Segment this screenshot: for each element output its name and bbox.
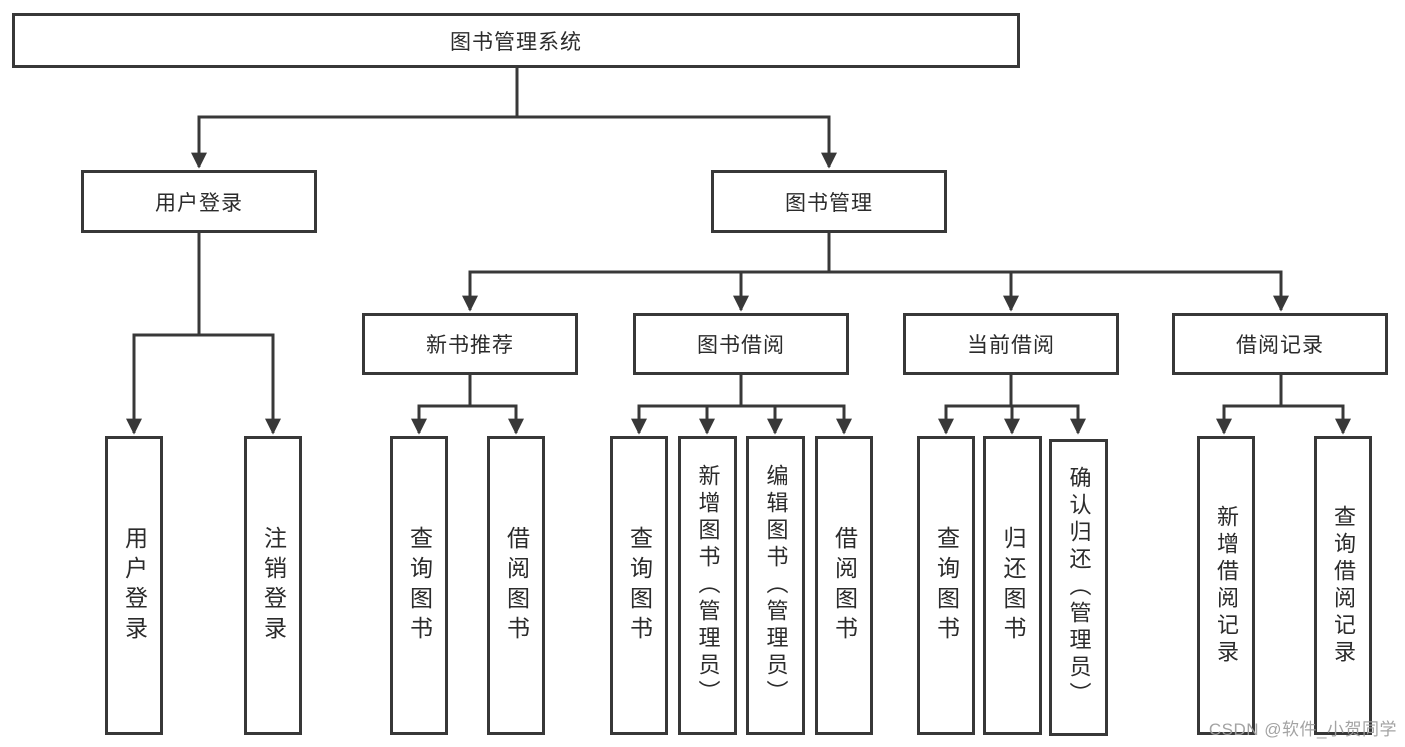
leaf-query-books-borrow: 查询图书	[610, 436, 668, 735]
leaf-label: 归还图书	[1000, 525, 1026, 646]
node-user-login: 用户登录	[81, 170, 317, 233]
leaf-confirm-return-admin: 确认归还（管理员）	[1049, 439, 1108, 736]
node-new-book-recommend: 新书推荐	[362, 313, 578, 375]
leaf-label: 查询图书	[626, 525, 653, 646]
leaf-label: 借阅图书	[831, 525, 858, 646]
leaf-label: 查询图书	[933, 525, 960, 646]
leaf-query-borrow-record: 查询借阅记录	[1314, 436, 1372, 735]
leaf-query-books-recommend: 查询图书	[390, 436, 448, 735]
leaf-user-login: 用户登录	[105, 436, 163, 735]
leaf-query-books-current: 查询图书	[917, 436, 975, 735]
leaf-add-borrow-record: 新增借阅记录	[1197, 436, 1255, 735]
node-root: 图书管理系统	[12, 13, 1020, 68]
leaf-label: 编辑图书（管理员）	[763, 464, 789, 707]
node-current-borrow: 当前借阅	[903, 313, 1119, 375]
leaf-label: 新增借阅记录	[1214, 504, 1239, 667]
leaf-label: 注销登录	[260, 525, 287, 646]
leaf-return-books: 归还图书	[983, 436, 1042, 735]
leaf-label: 确认归还（管理员）	[1066, 466, 1092, 709]
csdn-watermark: CSDN @软件_小贺同学	[1208, 720, 1397, 739]
leaf-logout: 注销登录	[244, 436, 302, 735]
leaf-label: 用户登录	[121, 525, 148, 646]
leaf-label: 新增图书（管理员）	[695, 464, 721, 707]
leaf-label: 借阅图书	[503, 525, 530, 646]
node-borrow-records: 借阅记录	[1172, 313, 1388, 375]
node-book-borrow: 图书借阅	[633, 313, 849, 375]
leaf-edit-book-admin: 编辑图书（管理员）	[746, 436, 805, 735]
leaf-borrow-books-recommend: 借阅图书	[487, 436, 545, 735]
node-book-management: 图书管理	[711, 170, 947, 233]
leaf-label: 查询图书	[406, 525, 433, 646]
leaf-borrow-books: 借阅图书	[815, 436, 873, 735]
leaf-label: 查询借阅记录	[1331, 504, 1356, 667]
leaf-add-book-admin: 新增图书（管理员）	[678, 436, 737, 735]
